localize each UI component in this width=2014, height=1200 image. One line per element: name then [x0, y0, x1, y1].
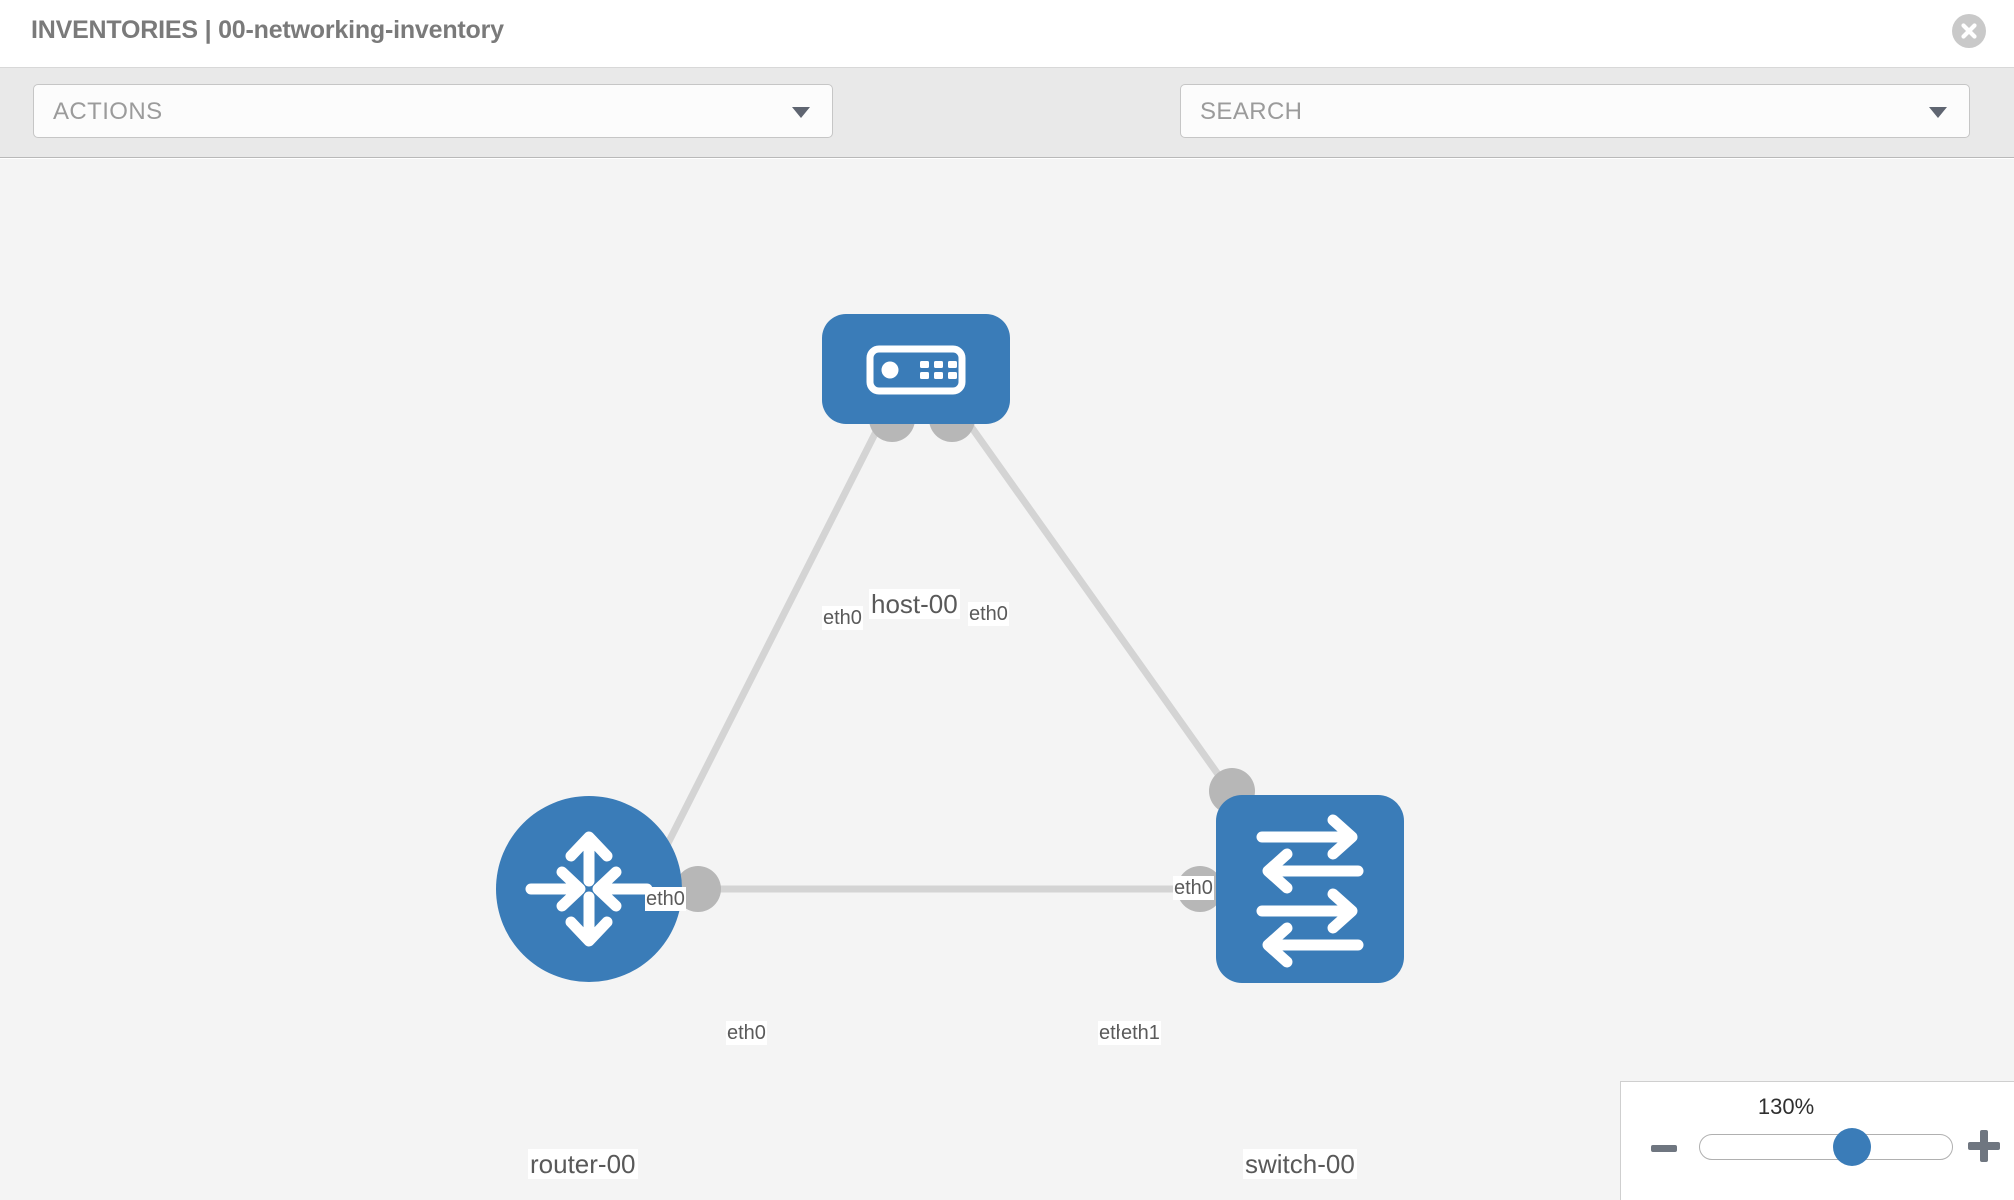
port-label-host-right: eth0: [968, 602, 1009, 626]
zoom-level-value: 130%: [1757, 1094, 1815, 1119]
port-label-router-up: eth0: [645, 887, 686, 911]
close-icon: [1961, 23, 1977, 39]
zoom-in-button[interactable]: [1966, 1128, 2002, 1164]
port-label-switch-left-b: eth1: [1120, 1021, 1161, 1045]
topology-edges: [656, 400, 1236, 893]
zoom-slider-thumb[interactable]: [1832, 1128, 1871, 1166]
close-button[interactable]: [1952, 14, 1986, 48]
chevron-down-icon: [792, 107, 810, 118]
port-router-right: [675, 866, 721, 912]
zoom-out-button[interactable]: [1649, 1134, 1679, 1164]
node-label-host-00: host-00: [869, 589, 960, 619]
topology-graph: [496, 314, 1404, 983]
server-icon-details: [881, 361, 957, 379]
node-router-00: [496, 796, 682, 982]
minus-icon: [1651, 1145, 1677, 1152]
actions-dropdown-label: ACTIONS: [53, 98, 163, 125]
search-input-placeholder: SEARCH: [1200, 98, 1303, 125]
zoom-control-panel: 130%: [1620, 1081, 2014, 1200]
actions-dropdown[interactable]: ACTIONS: [33, 84, 833, 138]
router-icon: [525, 831, 653, 947]
page-header: INVENTORIES | 00-networking-inventory: [0, 0, 2014, 68]
node-label-router-00: router-00: [528, 1149, 638, 1179]
server-icon: [866, 345, 966, 395]
zoom-slider[interactable]: [1699, 1134, 1953, 1160]
node-host-00: [822, 314, 1010, 424]
port-label-router-right: eth0: [726, 1021, 767, 1045]
port-label-host-left: eth0: [822, 606, 863, 630]
search-input[interactable]: SEARCH: [1180, 84, 1970, 138]
plus-icon: [1968, 1130, 2000, 1162]
switch-icon: [1256, 814, 1364, 968]
topology-canvas[interactable]: eth0 eth0 eth0 eth0 eth0 eth0 eth1 host-…: [0, 159, 2014, 1200]
port-label-switch-up: eth0: [1173, 876, 1214, 900]
chevron-down-icon: [1929, 107, 1947, 118]
node-switch-00: [1216, 795, 1404, 983]
page-title: INVENTORIES | 00-networking-inventory: [31, 16, 504, 44]
node-label-switch-00: switch-00: [1243, 1149, 1357, 1179]
edge-host-router: [656, 400, 894, 863]
edge-host-switch: [951, 400, 1236, 798]
toolbar: ACTIONS SEARCH: [0, 68, 2014, 197]
